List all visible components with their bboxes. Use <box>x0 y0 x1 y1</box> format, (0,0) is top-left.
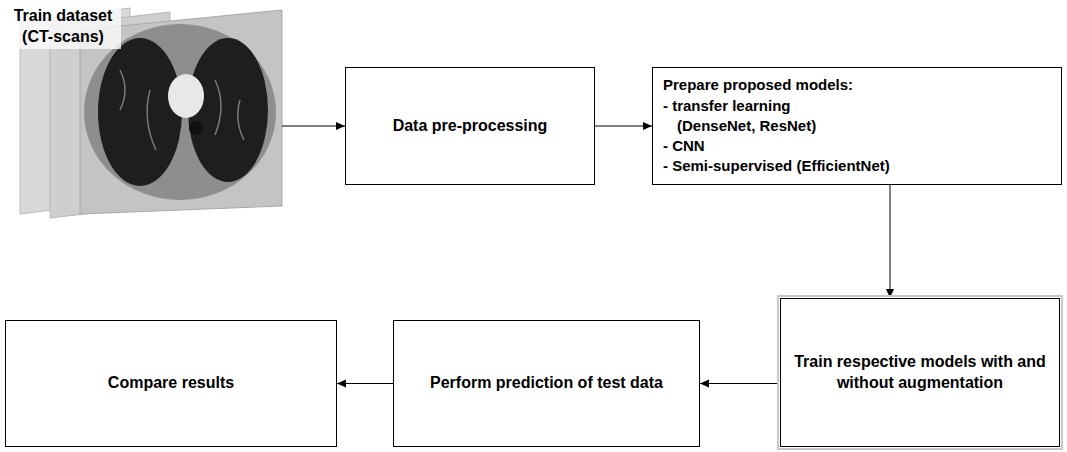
flow-arrow <box>595 126 652 127</box>
node-label: Train respective models with and without… <box>791 352 1049 394</box>
node-label: Perform prediction of test data <box>430 373 663 394</box>
node-line: - Semi-supervised (EfficientNet) <box>663 156 890 176</box>
process-box: Compare results <box>5 320 337 447</box>
node-line: - CNN <box>663 136 705 156</box>
dataset-image: Train dataset (CT-scans) <box>5 5 282 215</box>
node-label: Train dataset (CT-scans) <box>5 5 121 49</box>
node-label: Data pre-processing <box>393 116 548 137</box>
process-box: Perform prediction of test data <box>393 320 700 447</box>
flow-arrow <box>890 185 891 298</box>
flow-arrow <box>337 383 393 384</box>
node-label: Compare results <box>108 373 234 394</box>
node-line: - transfer learning (DenseNet, ResNet) <box>663 96 852 137</box>
process-box: Prepare proposed models:- transfer learn… <box>652 67 1062 185</box>
node-label: Prepare proposed models: <box>663 75 853 95</box>
process-box: Data pre-processing <box>345 67 595 185</box>
flow-arrow <box>700 383 780 384</box>
process-box: Train respective models with and without… <box>780 298 1060 447</box>
flow-arrow <box>282 126 345 127</box>
